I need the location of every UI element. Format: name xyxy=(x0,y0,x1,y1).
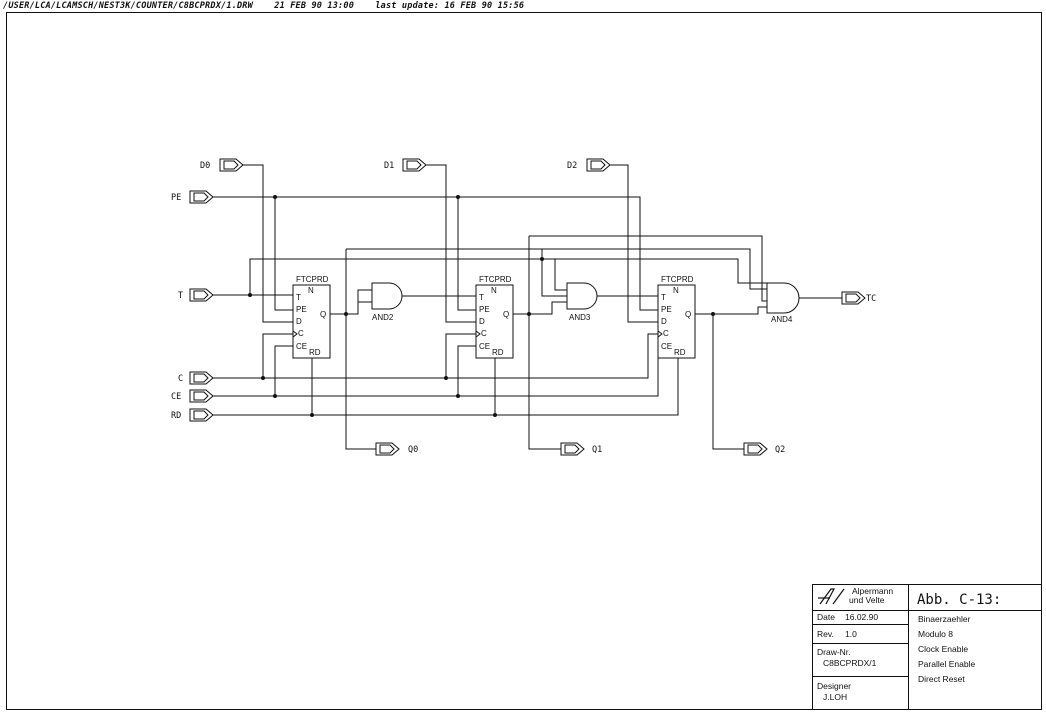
input-label-c: C xyxy=(178,374,183,384)
last-update: last update: 16 FEB 90 15:56 xyxy=(375,1,525,11)
date-value: 16.02.90 xyxy=(845,612,878,622)
ff0-pin-q: Q xyxy=(320,310,326,319)
ff1-title: FTCPRD xyxy=(479,275,512,284)
output-label-tc: TC xyxy=(866,294,876,304)
ff0-pin-c: C xyxy=(298,329,304,338)
rev-value: 1.0 xyxy=(845,629,857,639)
input-port-t: T xyxy=(178,288,214,302)
ff2-pin-d: D xyxy=(661,317,667,326)
ff0-pin-d: D xyxy=(296,317,302,326)
ff2-pin-c: C xyxy=(663,329,669,338)
input-port-d2: D2 xyxy=(567,158,611,172)
ff0-title: FTCPRD xyxy=(296,275,329,284)
junction-dots xyxy=(248,195,715,417)
input-label-d0: D0 xyxy=(200,161,210,171)
description-line-5: Direct Reset xyxy=(918,674,965,684)
ff1-pin-n: N xyxy=(491,286,497,295)
ff1-pin-q: Q xyxy=(503,310,509,319)
ff2-title: FTCPRD xyxy=(661,275,694,284)
designer-value: J.LOH xyxy=(823,692,847,702)
input-port-d0: D0 xyxy=(200,158,244,172)
input-label-t: T xyxy=(178,291,183,301)
ff2-pin-t: T xyxy=(661,293,666,302)
file-header: /USER/LCA/LCAMSCH/NEST3K/COUNTER/C8BCPRD… xyxy=(3,1,540,11)
ff1-pin-rd: RD xyxy=(492,348,504,357)
description-line-4: Parallel Enable xyxy=(918,659,975,669)
company-name-1: Alpermann xyxy=(852,586,893,596)
and3-label: AND3 xyxy=(569,313,591,322)
input-port-rd: RD xyxy=(171,408,214,422)
input-port-c: C xyxy=(178,371,214,385)
description-line-3: Clock Enable xyxy=(918,644,968,654)
ff1-pin-ce: CE xyxy=(479,342,490,351)
ff2-pin-n: N xyxy=(673,286,679,295)
rev-label: Rev. xyxy=(817,629,834,639)
flipflop-ff2: FTCPRD T N PE D C CE RD Q xyxy=(657,275,696,359)
designer-label: Designer xyxy=(817,681,851,691)
title-block: Alpermann und Velte Date 16.02.90 Rev. 1… xyxy=(812,584,1042,710)
ff0-pin-t: T xyxy=(296,293,301,302)
file-path: /USER/LCA/LCAMSCH/NEST3K/COUNTER/C8BCPRD… xyxy=(3,1,253,11)
ff1-pin-pe: PE xyxy=(479,305,490,314)
description-line-1: Binaerzaehler xyxy=(918,614,971,624)
ff0-pin-rd: RD xyxy=(309,348,321,357)
company-logo-icon xyxy=(818,588,845,605)
flipflop-ff1: FTCPRD T N PE D C CE RD Q xyxy=(475,275,514,359)
output-port-q1: Q1 xyxy=(560,442,602,456)
company-name-2: und Velte xyxy=(849,595,885,605)
and-gate-and4: AND4 xyxy=(766,282,800,324)
ff2-pin-q: Q xyxy=(685,310,691,319)
ff2-pin-ce: CE xyxy=(661,342,672,351)
input-label-d2: D2 xyxy=(567,161,577,171)
ff2-pin-pe: PE xyxy=(661,305,672,314)
ff0-pin-pe: PE xyxy=(296,305,307,314)
drawnr-label: Draw-Nr. xyxy=(817,647,851,657)
and4-label: AND4 xyxy=(771,315,793,324)
output-port-tc: TC xyxy=(841,291,876,305)
ff1-pin-t: T xyxy=(479,293,484,302)
input-port-d1: D1 xyxy=(384,158,427,172)
and-gate-and2: AND2 xyxy=(371,282,403,322)
print-date: 21 FEB 90 13:00 xyxy=(274,1,355,11)
output-port-q0: Q0 xyxy=(375,442,418,456)
input-label-rd: RD xyxy=(171,411,181,421)
and-gate-and3: AND3 xyxy=(566,282,598,322)
sheet-border xyxy=(6,12,1042,710)
ff1-pin-c: C xyxy=(481,329,487,338)
description-line-2: Modulo 8 xyxy=(918,629,953,639)
ff0-pin-ce: CE xyxy=(296,342,307,351)
wires xyxy=(213,164,842,450)
output-label-q0: Q0 xyxy=(408,445,418,455)
ff0-pin-n: N xyxy=(308,286,314,295)
input-label-ce: CE xyxy=(171,392,181,402)
input-port-ce: CE xyxy=(171,389,214,403)
input-port-pe: PE xyxy=(171,190,214,204)
date-label: Date xyxy=(817,612,835,622)
input-label-pe: PE xyxy=(171,193,181,203)
output-label-q1: Q1 xyxy=(592,445,602,455)
and2-label: AND2 xyxy=(372,313,394,322)
ff2-pin-rd: RD xyxy=(674,348,686,357)
flipflop-ff0: FTCPRD T N PE D C CE RD Q xyxy=(292,275,331,359)
figure-title: Abb. C-13: xyxy=(917,592,1001,608)
input-label-d1: D1 xyxy=(384,161,394,171)
ff1-pin-d: D xyxy=(479,317,485,326)
output-label-q2: Q2 xyxy=(775,445,785,455)
drawnr-value: C8BCPRDX/1 xyxy=(823,658,877,668)
output-port-q2: Q2 xyxy=(743,442,785,456)
